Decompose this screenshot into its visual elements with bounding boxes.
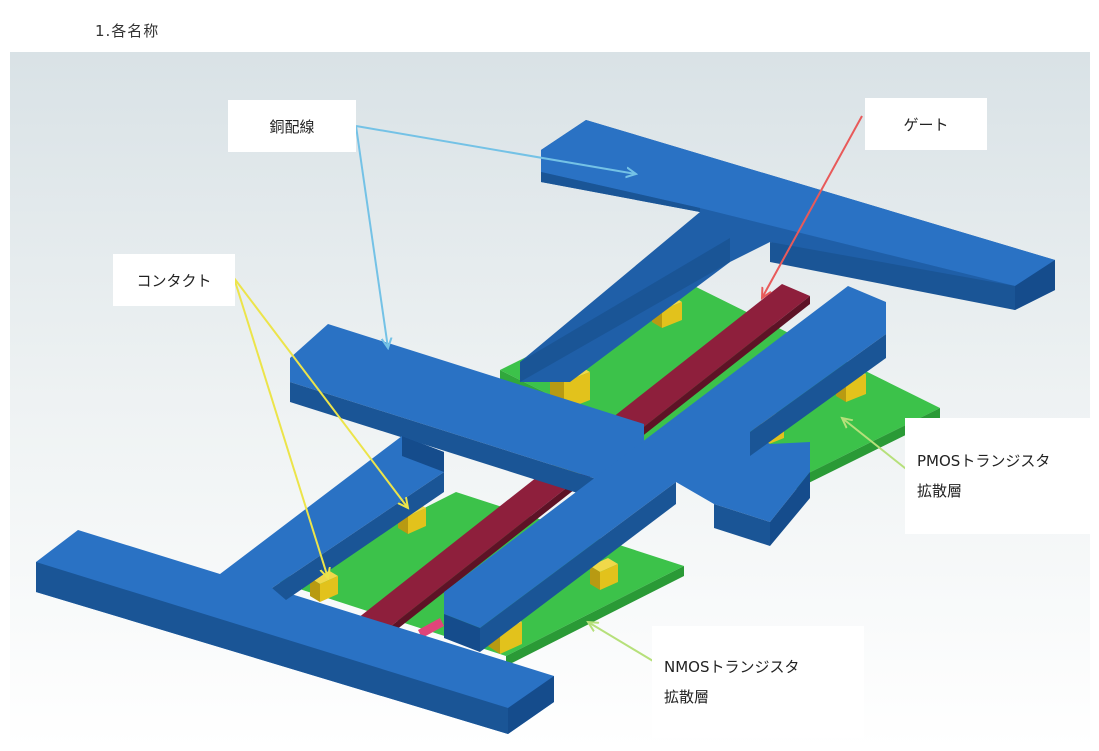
arrow-copper-to-top [355, 125, 636, 174]
arrow-contact-2 [233, 277, 328, 578]
label-contact: コンタクト [113, 254, 235, 306]
label-nmos-line2: 拡散層 [664, 688, 710, 706]
arrow-gate [762, 115, 863, 298]
label-pmos-line1: PMOSトランジスタ [917, 452, 1051, 470]
label-nmos-line1: NMOSトランジスタ [664, 658, 800, 676]
page-title: 1.各名称 [95, 22, 160, 40]
contact-nmos-3 [590, 558, 618, 590]
annotation-arrows [233, 115, 921, 665]
copper-wiring-right-column [444, 286, 886, 652]
cmos-3d-diagram [10, 52, 1090, 748]
arrow-copper-to-middle [355, 125, 388, 348]
label-copper-wiring: 銅配線 [228, 100, 356, 152]
label-pmos-diffusion: PMOSトランジスタ 拡散層 [905, 418, 1095, 534]
label-pmos-line2: 拡散層 [917, 482, 963, 500]
label-contact-text: コンタクト [136, 271, 212, 290]
copper-wiring-top [520, 120, 1055, 382]
label-gate: ゲート [865, 98, 987, 150]
label-nmos-diffusion: NMOSトランジスタ 拡散層 [652, 626, 864, 738]
label-gate-text: ゲート [903, 115, 949, 134]
arrow-contact-1 [233, 277, 408, 508]
arrow-nmos [588, 622, 659, 665]
label-copper-wiring-text: 銅配線 [269, 117, 315, 136]
